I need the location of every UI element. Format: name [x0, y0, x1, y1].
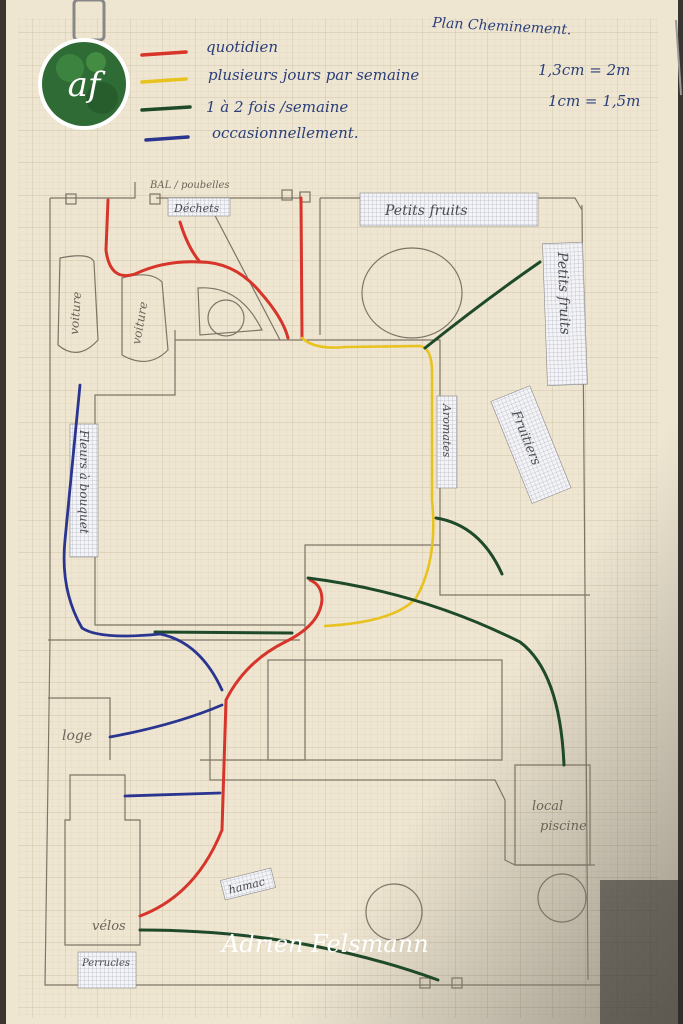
- note-aromates: Aromates: [436, 395, 458, 489]
- legend: quotidien plusieurs jours par semaine 1 …: [140, 38, 419, 142]
- note-petits-fruits-top-text: Petits fruits: [384, 203, 468, 219]
- note-dechets: Déchets: [167, 197, 231, 217]
- legend-label-daily: quotidien: [206, 38, 278, 56]
- note-hamac: hamac: [219, 867, 277, 901]
- legend-swatch-daily: [140, 50, 188, 57]
- legend-swatch-occasional: [144, 135, 190, 142]
- note-petits-fruits-side-text: Petits fruits: [554, 251, 573, 335]
- note-aromates-text: Aromates: [440, 403, 453, 458]
- legend-swatch-weekly: [140, 77, 188, 84]
- legend-label-occasional: occasionnellement.: [212, 124, 359, 142]
- scale-1: 1,3cm = 2m: [538, 61, 630, 79]
- note-petits-fruits-side: Petits fruits: [542, 242, 588, 386]
- label-loge: loge: [62, 728, 92, 744]
- legend-label-biweekly: 1 à 2 fois /semaine: [206, 98, 348, 116]
- signature: Adrien Felsmann: [220, 930, 429, 958]
- label-local-piscine-line2: piscine: [540, 819, 587, 834]
- note-petits-fruits-top: Petits fruits: [359, 192, 539, 227]
- path-biweekly: [138, 260, 566, 982]
- scale-2: 1cm = 1,5m: [548, 92, 640, 110]
- plan-title: Plan Cheminement.: [431, 15, 572, 38]
- label-local-piscine-line1: local: [532, 799, 563, 814]
- note-dechets-text: Déchets: [173, 202, 220, 215]
- logo-text: af: [68, 65, 106, 105]
- path-occasional: [62, 383, 224, 798]
- label-voiture-1: voiture: [67, 291, 84, 335]
- note-fleurs-text: Fleurs à bouquet: [77, 429, 91, 534]
- note-fruitiers: Fruitiers: [490, 385, 572, 504]
- path-weekly: [300, 336, 435, 628]
- plan-outline: [44, 182, 600, 989]
- note-perrucles-text: Perrucles: [81, 958, 130, 969]
- logo: af: [38, 38, 130, 130]
- label-bal-poubelles: BAL / poubelles: [149, 180, 230, 191]
- legend-label-weekly: plusieurs jours par semaine: [208, 66, 419, 84]
- path-daily: [104, 196, 324, 918]
- note-perrucles: Perrucles: [77, 951, 137, 989]
- label-velos: vélos: [92, 919, 126, 934]
- legend-swatch-biweekly: [140, 105, 192, 112]
